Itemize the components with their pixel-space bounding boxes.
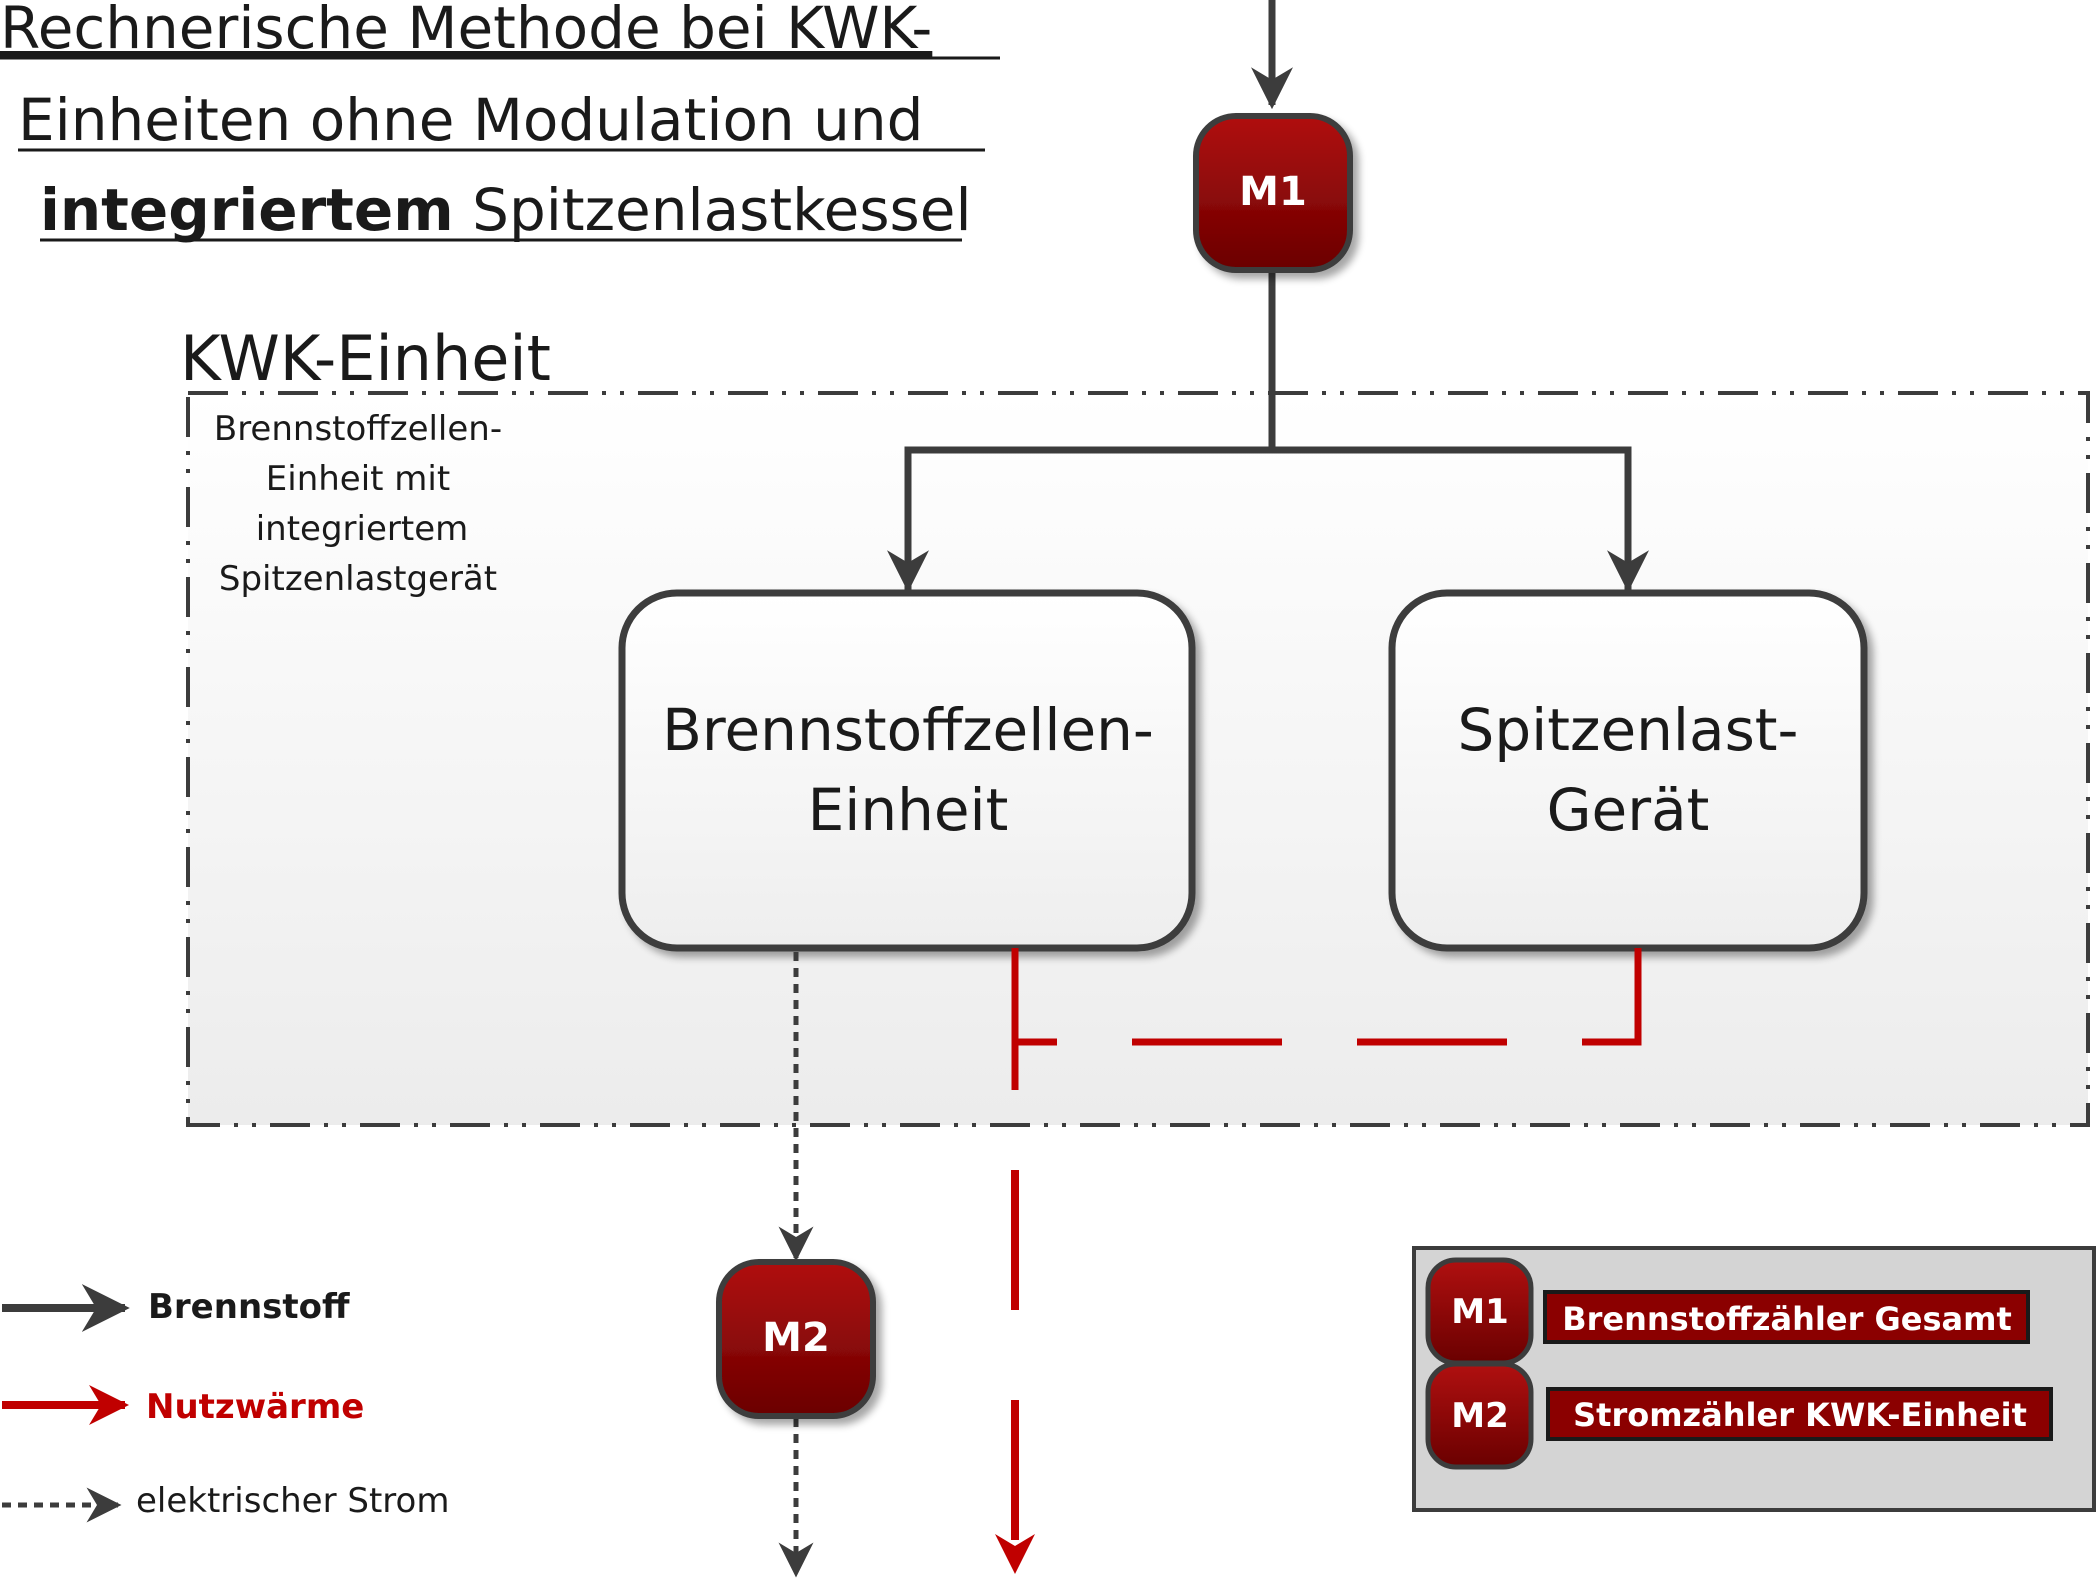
peak-load-box: [1388, 589, 1868, 952]
meter-m2: [716, 1259, 876, 1419]
legend-electric-label: elektrischer Strom: [136, 1481, 449, 1521]
meter-m1-label: M1: [1239, 169, 1307, 215]
meter-legend-m1-banner: [1543, 1290, 2030, 1344]
meter-m2-label: M2: [762, 1315, 830, 1361]
fuel-cell-box-line-2: Einheit: [808, 776, 1009, 844]
sublabel-line-3: integriertem: [256, 509, 469, 549]
diagram-title: Rechnerische Methode bei KWK- Einheiten …: [0, 0, 1000, 244]
title-line-1: Rechnerische Methode bei KWK-: [0, 0, 932, 62]
meter-legend-m2-code: M2: [1451, 1396, 1509, 1436]
meter-legend-m2-banner: [1546, 1387, 2053, 1441]
legend-heat-label: Nutzwärme: [146, 1387, 364, 1427]
meter-legend-m1-code: M1: [1451, 1292, 1509, 1332]
title-line-3-bold: integriertem: [40, 176, 454, 244]
kwk-unit-sublabel: Brennstoffzellen- Einheit mit integriert…: [214, 409, 502, 599]
kwk-unit-label: KWK-Einheit: [180, 322, 551, 395]
title-line-3: integriertem Spitzenlastkessel: [40, 176, 972, 244]
legend-fuel-label: Brennstoff: [148, 1287, 350, 1327]
fuel-split-line: [904, 446, 1632, 590]
fuel-cell-box-line-1: Brennstoffzellen-: [662, 696, 1154, 764]
fuel-cell-box: [618, 589, 1196, 952]
sublabel-line-2: Einheit mit: [266, 459, 450, 499]
heat-line-peak: [1015, 948, 1642, 1046]
flow-legend: Brennstoff Nutzwärme elektrischer Strom: [2, 1284, 449, 1523]
title-line-3-rest: Spitzenlastkessel: [454, 176, 972, 244]
meter-legend: M1 Brennstoffzähler Gesamt M2 Stromzähle…: [1412, 1246, 2096, 1512]
sublabel-line-4: Spitzenlastgerät: [219, 559, 497, 599]
meter-legend-m2-badge: [1425, 1361, 1534, 1470]
meter-m1: [1193, 113, 1353, 273]
meter-legend-m1-label: Brennstoffzähler Gesamt: [1562, 1300, 2012, 1338]
peak-load-box-line-1: Spitzenlast-: [1458, 696, 1799, 764]
peak-load-box-line-2: Gerät: [1547, 776, 1710, 844]
meter-legend-m2-label: Stromzähler KWK-Einheit: [1573, 1396, 2027, 1434]
title-line-2: Einheiten ohne Modulation und: [18, 86, 923, 154]
sublabel-line-1: Brennstoffzellen-: [214, 409, 502, 449]
